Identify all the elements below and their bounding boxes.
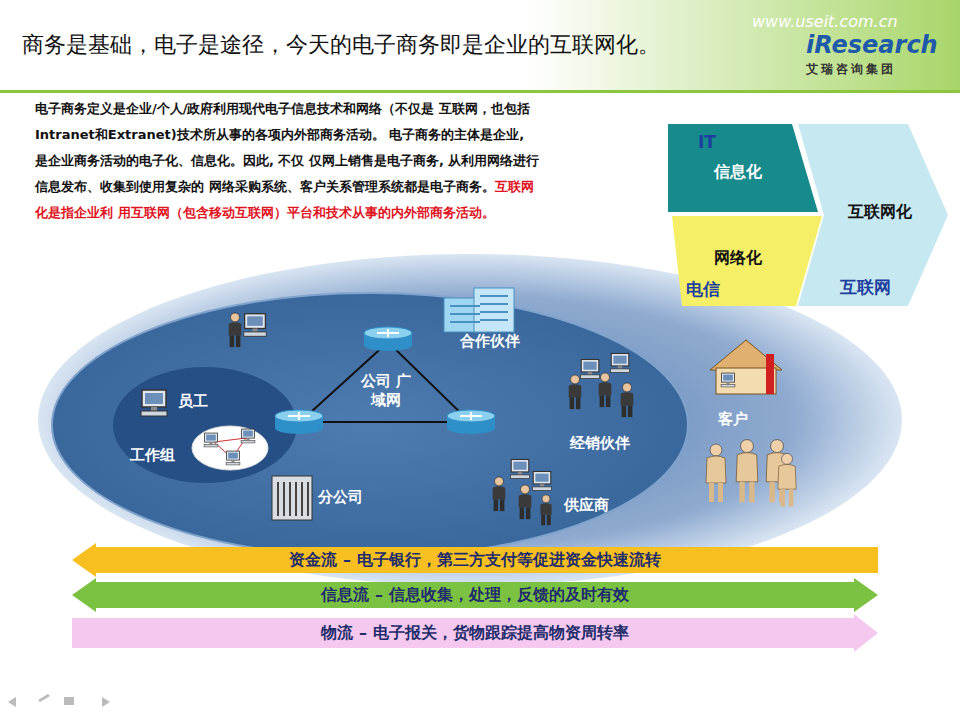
- stage-shape: IT 信息化: [668, 124, 818, 212]
- group-label: 员工: [178, 392, 208, 411]
- inner-ellipse: [52, 293, 688, 557]
- node-shape: [668, 124, 818, 212]
- node-shape: [72, 578, 878, 612]
- stage-subtitle: 电信: [686, 278, 720, 301]
- flow-arrow: 物流 – 电子报关，货物跟踪提高物资周转率: [72, 614, 878, 652]
- group-label: 分公司: [318, 488, 363, 507]
- logo-subtitle: 艾瑞咨询集团: [806, 62, 896, 77]
- router-icon: [275, 410, 323, 434]
- customer-house: [710, 340, 782, 394]
- flow-text: 信息流 – 信息收集，处理，反馈的及时有效: [321, 585, 628, 606]
- group-label: 客户: [718, 410, 748, 429]
- router-icon: [364, 327, 412, 351]
- stage-subtitle: 互联网: [840, 276, 891, 299]
- node-shape: [798, 124, 948, 306]
- group-label: 供应商: [564, 496, 609, 515]
- supplier-group: [493, 459, 552, 525]
- node-shape: [72, 614, 878, 652]
- customer-people: [706, 440, 796, 507]
- flow-arrow: 资金流 – 电子银行，第三方支付等促进资金快速流转: [72, 543, 878, 577]
- flow-arrow: 信息流 – 信息收集，处理，反馈的及时有效: [72, 578, 878, 612]
- network-label: 公司 广域网: [356, 372, 416, 410]
- core-ellipse: [113, 367, 297, 483]
- dealer-group: [569, 353, 634, 417]
- stage-shape: 网络化电信: [672, 216, 822, 306]
- stage-title: 互联网化: [848, 202, 912, 223]
- definition-text: 电子商务定义是企业/个人/政府利用现代电子信息技术和网络（不仅是 互联网，也包括…: [35, 101, 539, 194]
- stage-title: 网络化: [714, 248, 762, 269]
- watermark: www.useit.com.cn: [752, 12, 898, 32]
- group-label: 工作组: [130, 446, 175, 465]
- flow-text: 物流 – 电子报关，货物跟踪提高物资周转率: [321, 623, 628, 644]
- group-label: 经销伙伴: [570, 434, 630, 453]
- stage-chevron: 互联网化互联网: [798, 124, 948, 306]
- header-rule: [0, 90, 960, 93]
- node-shape: [672, 216, 822, 306]
- group-label: 合作伙伴: [460, 332, 520, 351]
- branch-building: [272, 476, 312, 520]
- workgroup-cloud: [192, 426, 268, 470]
- wan-triangle: [300, 342, 470, 422]
- definition-paragraph: 电子商务定义是企业/个人/政府利用现代电子信息技术和网络（不仅是 互联网，也包括…: [35, 96, 540, 226]
- router-icon: [447, 410, 495, 434]
- header-band: [0, 0, 960, 92]
- staff-computer: [141, 390, 167, 416]
- stage-title: IT: [698, 132, 716, 152]
- node-shape: [72, 543, 878, 577]
- staff-workstation: [229, 313, 267, 347]
- stage-subtitle: 信息化: [714, 162, 762, 183]
- toolbar-icons: [8, 694, 110, 707]
- flow-text: 资金流 – 电子银行，第三方支付等促进资金快速流转: [289, 550, 660, 571]
- slide-title: 商务是基础，电子是途径，今天的电子商务即是企业的互联网化。: [22, 30, 660, 60]
- logo: iResearch: [806, 30, 938, 60]
- partner-building: [444, 288, 514, 332]
